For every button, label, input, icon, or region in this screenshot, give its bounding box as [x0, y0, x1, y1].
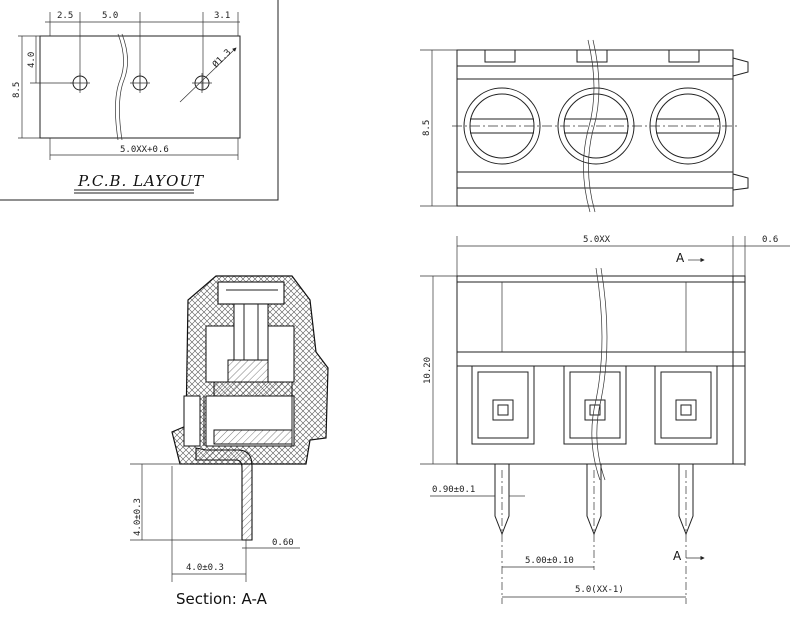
- front-dim-pitch: 5.00±0.10: [525, 556, 574, 566]
- screw-1: [463, 87, 541, 165]
- front-dim-width: 5.0XX: [583, 235, 611, 245]
- top-view-body: [456, 49, 734, 207]
- section-view: 4.0±0.3 4.0±0.3 0.60 Section: A-A: [130, 275, 329, 608]
- wire-opening-1: [471, 365, 535, 445]
- section-pin: [195, 447, 253, 541]
- pcb-dim-5-0: 5.0: [102, 11, 118, 21]
- pcb-dim-2-5: 2.5: [57, 11, 73, 21]
- top-view: 8.5: [420, 39, 749, 213]
- pcb-dim-hole: Ø1.3: [210, 47, 233, 70]
- pcb-layout: 2.5 5.0 3.1 4.0 8.5 Ø1.3 5.0XX+0.6 P.C.B…: [0, 0, 279, 201]
- section-title: Section: A-A: [176, 590, 268, 608]
- front-view: 5.0XX 0.6 A A: [420, 235, 790, 604]
- section-dim-len: 4.0±0.3: [133, 498, 143, 536]
- front-dim-pin: 0.90±0.1: [432, 485, 475, 495]
- pcb-dim-total: 5.0XX+0.6: [120, 145, 169, 155]
- section-dim-width: 4.0±0.3: [186, 563, 224, 573]
- front-dim-total: 5.0(XX-1): [575, 585, 624, 595]
- wire-opening-3: [654, 365, 718, 445]
- section-clamp: [213, 381, 293, 397]
- section-mark-bottom: A: [673, 549, 682, 563]
- screw-3: [649, 87, 727, 165]
- section-screw-head: [217, 281, 285, 305]
- top-dim-height: 8.5: [422, 120, 432, 136]
- pcb-dim-8-5: 8.5: [12, 82, 22, 98]
- front-view-body: [456, 275, 746, 465]
- pcb-dim-4-0: 4.0: [27, 52, 37, 68]
- section-dim-thick: 0.60: [272, 538, 294, 548]
- pcb-frame: [0, 0, 279, 201]
- pcb-dim-3-1: 3.1: [214, 11, 230, 21]
- section-mark-top: A: [676, 251, 685, 265]
- pcb-title: P.C.B. LAYOUT: [77, 172, 204, 190]
- front-dim-height: 10.20: [423, 357, 433, 384]
- front-dim-end: 0.6: [762, 235, 778, 245]
- wire-opening-2: [563, 365, 627, 445]
